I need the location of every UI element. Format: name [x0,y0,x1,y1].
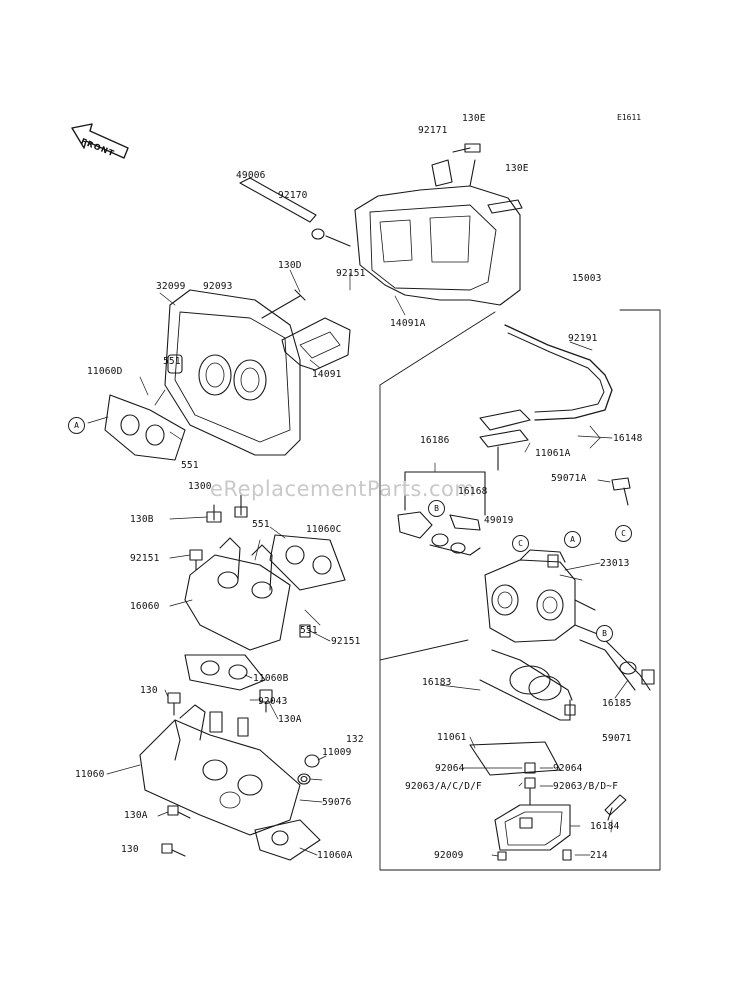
label-130a-1: 130A [278,714,302,725]
lower-manifold [139,689,301,836]
label-551-1: 551 [163,356,181,367]
bracket-14091 [281,317,351,371]
label-16186: 16186 [420,435,450,446]
float-16183 [479,649,576,721]
label-130a-2: 130A [124,810,148,821]
label-14091: 14091 [312,369,342,380]
hose-49006 [239,177,351,247]
screw-130 [161,805,191,857]
callout-a-right: A [564,531,581,548]
diagram-code: E1611 [617,113,642,122]
label-16183: 16183 [422,677,452,688]
throttle-linkage-16185 [574,624,655,691]
gasket-11061 [469,741,561,776]
label-11060a: 11060A [317,850,353,861]
label-59076: 59076 [322,797,352,808]
label-11060b: 11060B [253,673,289,684]
label-92063-right: 92063/B/D~F [553,781,619,792]
label-11061a: 11061A [535,448,571,459]
label-92171: 92171 [418,125,448,136]
label-49019: 49019 [484,515,514,526]
intake-cover-32099 [164,289,306,456]
label-132: 132 [346,734,364,745]
callout-a-left: A [68,417,85,434]
label-14091a: 14091A [390,318,426,329]
label-130d: 130D [278,260,302,271]
watermark: eReplacementParts.com [210,477,476,501]
fuel-pump-16148 [479,409,531,471]
label-32099: 32099 [156,281,186,292]
label-15003: 15003 [572,273,602,284]
label-1300: 1300 [188,481,212,492]
jets-hardware [497,762,627,861]
label-130e-2: 130E [505,163,529,174]
float-bowl-16184 [494,804,571,851]
label-92151-left: 92151 [130,553,160,564]
gasket-11060b [184,654,266,691]
front-arrow-icon [71,123,129,159]
label-92093: 92093 [203,281,233,292]
label-11061: 11061 [437,732,467,743]
label-92151-top: 92151 [336,268,366,279]
label-92170: 92170 [278,190,308,201]
label-214: 214 [590,850,608,861]
callout-c-right: C [615,525,632,542]
label-130e-1: 130E [462,113,486,124]
manifold-16060 [184,494,311,651]
callout-b-upper: B [428,500,445,517]
fitting-59071a [611,477,631,506]
label-92064-right: 92064 [553,763,583,774]
label-92191: 92191 [568,333,598,344]
gasket-11060d [104,394,186,461]
label-16185: 16185 [602,698,632,709]
leader-lines [87,269,629,857]
label-130-b: 130 [121,844,139,855]
label-130b: 130B [130,514,154,525]
label-11060c: 11060C [306,524,342,535]
label-16148: 16148 [613,433,643,444]
label-11009: 11009 [322,747,352,758]
linkage-16186 [397,471,486,556]
label-16168: 16168 [458,486,488,497]
label-551-2: 551 [181,460,199,471]
label-59071a: 59071A [551,473,587,484]
label-92151-right: 92151 [331,636,361,647]
callout-b-lower: B [596,625,613,642]
label-92064-left: 92064 [435,763,465,774]
label-16184: 16184 [590,821,620,832]
fuel-hose-92191 [504,324,613,421]
carburetor-assembly-frame [379,309,661,871]
callout-c-mid: C [512,535,529,552]
label-92009: 92009 [434,850,464,861]
label-49006: 49006 [236,170,266,181]
carburetor-body [484,549,596,643]
label-16060: 16060 [130,601,160,612]
label-23013: 23013 [600,558,630,569]
air-box-cover [354,143,523,306]
label-11060: 11060 [75,769,105,780]
label-92063-left: 92063/A/C/D/F [405,781,482,792]
label-130: 130 [140,685,158,696]
label-92043: 92043 [258,696,288,707]
label-11060d: 11060D [87,366,123,377]
label-551-3: 551 [252,519,270,530]
label-551-4: 551 [300,625,318,636]
label-59071: 59071 [602,733,632,744]
gasket-11060a [254,819,321,861]
gasket-11060c [269,534,346,591]
